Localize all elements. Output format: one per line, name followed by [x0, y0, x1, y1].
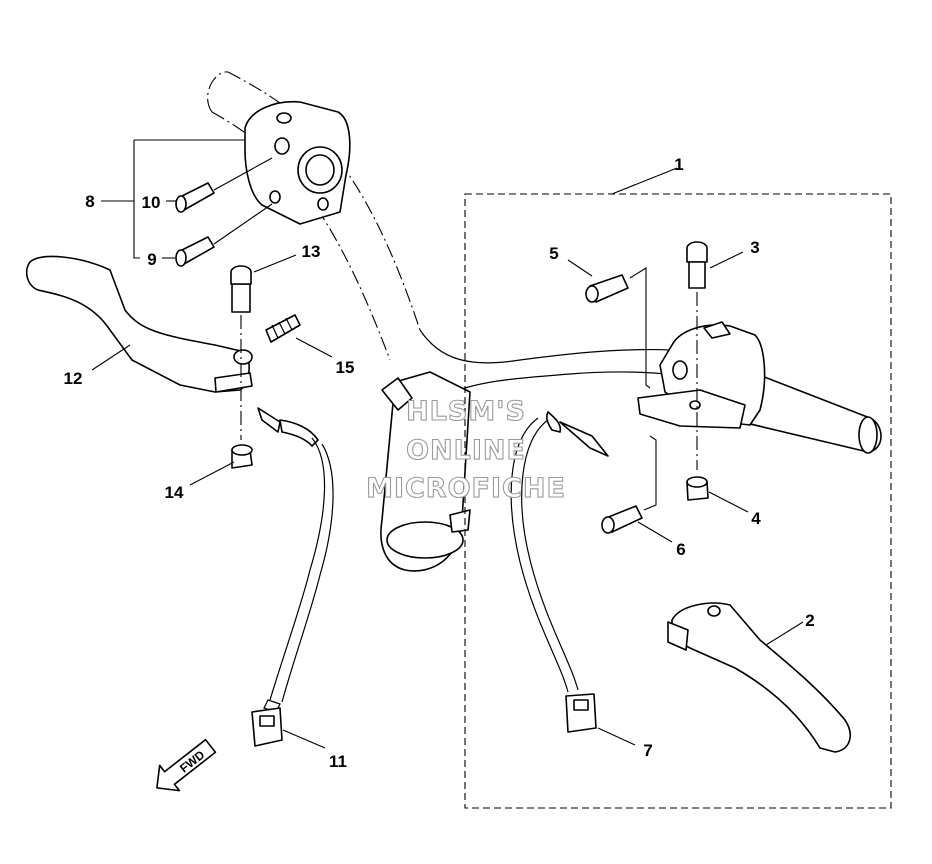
- connector-7: [565, 693, 597, 733]
- handlebar: [207, 71, 882, 572]
- callout-8: 8: [85, 192, 94, 211]
- connector-11: [251, 707, 283, 747]
- callout-15: 15: [336, 358, 355, 377]
- right-lever: [667, 602, 851, 753]
- left-lever: [25, 255, 253, 393]
- assembly-1-boundary: [464, 193, 892, 809]
- screw-3: [686, 241, 708, 289]
- bolt-13: [230, 265, 252, 313]
- nut-14: [231, 444, 253, 469]
- screw-6: [601, 505, 643, 534]
- watermark-line-2: ONLINE: [406, 435, 526, 466]
- callout-12: 12: [64, 369, 83, 388]
- callout-5: 5: [549, 244, 558, 263]
- fwd-arrow-icon: FWD: [156, 738, 217, 792]
- callout-11: 11: [329, 752, 347, 771]
- right-switch-cable: [510, 411, 609, 693]
- callout-4: 4: [751, 509, 761, 528]
- callout-13: 13: [302, 242, 321, 261]
- leader-lines: [91, 139, 804, 749]
- left-switch-housing: [244, 100, 351, 225]
- nut-4: [686, 476, 709, 501]
- callout-1: 1: [674, 155, 683, 174]
- screw-10: [175, 182, 215, 213]
- callout-7: 7: [643, 741, 652, 760]
- callout-2: 2: [805, 611, 814, 630]
- callout-14: 14: [165, 483, 184, 502]
- spring-15: [265, 314, 301, 343]
- callout-9: 9: [147, 250, 156, 269]
- callout-labels: 1 2 3 4 5 6 7 8 9 10 11 12 13 14 15: [64, 155, 815, 771]
- screw-5: [585, 274, 629, 303]
- callout-6: 6: [676, 540, 685, 559]
- left-switch-cable: [257, 407, 334, 713]
- watermark-line-3: MICROFICHE: [366, 473, 566, 504]
- right-switch-housing: [637, 321, 766, 429]
- callout-3: 3: [750, 238, 759, 257]
- watermark-line-1: HLSM'S: [406, 396, 526, 427]
- watermark: HLSM'S ONLINE MICROFICHE: [366, 395, 566, 504]
- screw-9: [175, 236, 215, 267]
- callout-10: 10: [142, 193, 161, 212]
